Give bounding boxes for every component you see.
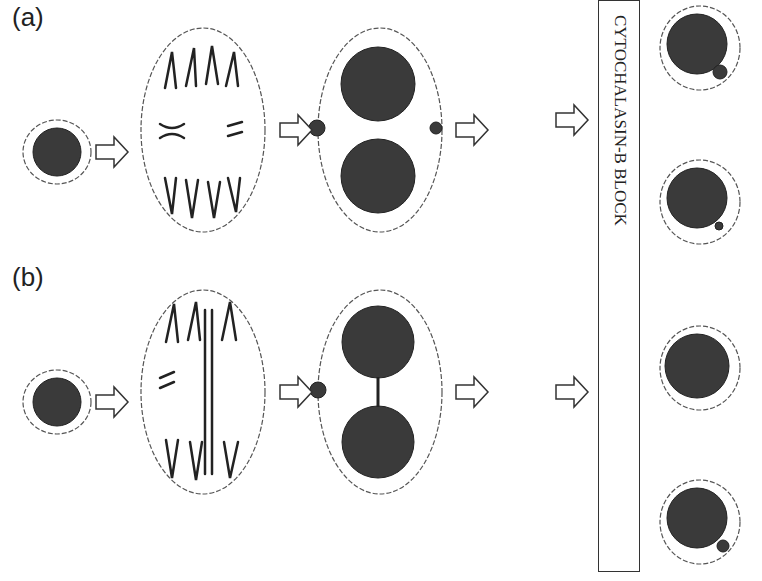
- panel-label: (a): [12, 2, 44, 32]
- treatment-band: CYTOCHALASIN-B BLOCK: [598, 0, 640, 572]
- band-label: CYTOCHALASIN-B BLOCK: [611, 15, 629, 226]
- panel-label: (b): [12, 262, 44, 292]
